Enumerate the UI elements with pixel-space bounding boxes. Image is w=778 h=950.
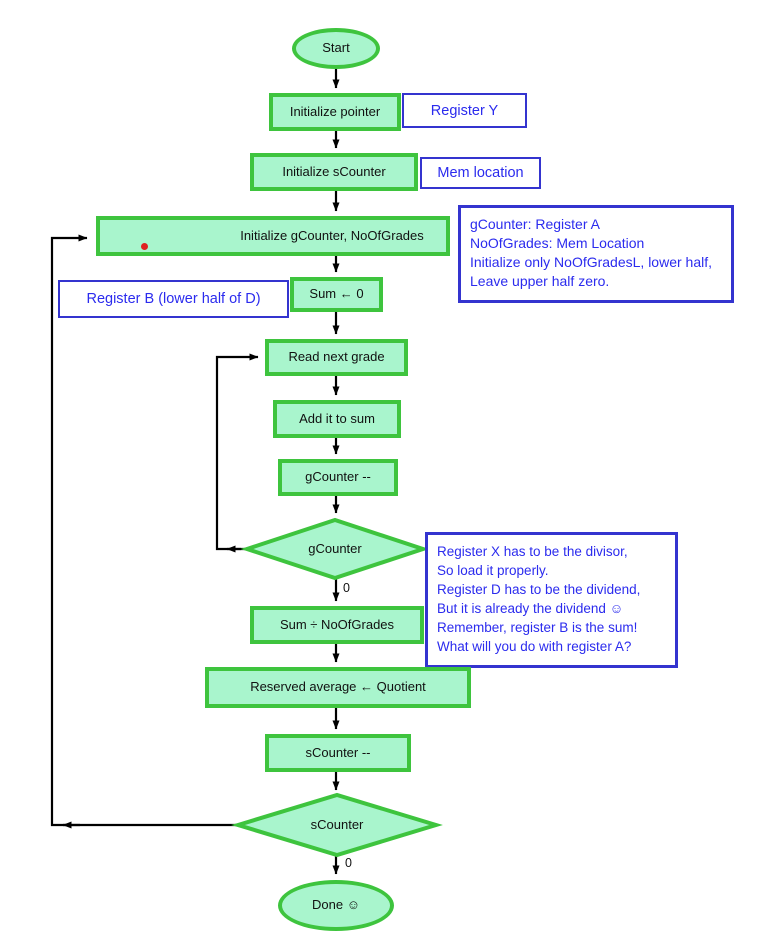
start-terminator: Start [292, 28, 380, 69]
process-label: Initialize gCounter, NoOfGrades [240, 227, 424, 243]
process-init-gcounter: Initialize gCounter, NoOfGrades [96, 216, 450, 256]
annotation-text: Register B (lower half of D) [86, 291, 261, 307]
process-read-next-grade: Read next grade [265, 339, 408, 376]
done-label: Done ☺ [312, 897, 360, 913]
annotation-divide-note: Register X has to be the divisor, So loa… [425, 532, 678, 668]
start-label: Start [322, 40, 350, 56]
note-line: But it is already the dividend ☺ [437, 601, 624, 616]
process-scounter-dec: sCounter -- [265, 734, 411, 772]
decision-label: sCounter [310, 817, 364, 832]
process-gcounter-dec: gCounter -- [278, 459, 398, 496]
process-label: sCounter -- [305, 744, 371, 760]
scounter-decision-diamond [231, 792, 443, 858]
edge-label-text: 0 [343, 581, 350, 595]
process-init-pointer: Initialize pointer [269, 93, 401, 131]
red-dot-marker [141, 243, 148, 250]
scounter-zero-branch-label: 0 [345, 856, 352, 870]
note-line: gCounter: Register A [470, 216, 600, 232]
process-label: Read next grade [288, 349, 385, 365]
done-terminator: Done ☺ [278, 880, 394, 931]
note-line: So load it properly. [437, 563, 549, 578]
gcounter-decision-diamond [240, 517, 430, 581]
note-line: Initialize only NoOfGradesL, lower half, [470, 254, 712, 270]
process-reserved-average: Reserved average ← Quotient [205, 667, 471, 708]
process-init-scounter: Initialize sCounter [250, 153, 418, 191]
process-label: Reserved average ← Quotient [250, 679, 426, 695]
process-add-to-sum: Add it to sum [273, 400, 401, 438]
annotation-register-b: Register B (lower half of D) [58, 280, 289, 318]
note-line: Leave upper half zero. [470, 273, 610, 289]
gcounter-diamond-label: gCounter [275, 541, 395, 556]
note-line: NoOfGrades: Mem Location [470, 235, 645, 251]
process-sum-divide: Sum ÷ NoOfGrades [250, 606, 424, 644]
annotation-text: Mem location [437, 165, 524, 181]
note-line: What will you do with register A? [437, 639, 632, 654]
note-line: Register D has to be the dividend, [437, 582, 641, 597]
process-label: Sum ← 0 [309, 286, 364, 302]
annotation-register-y: Register Y [402, 93, 527, 128]
annotation-gcounter-note: gCounter: Register A NoOfGrades: Mem Loc… [458, 205, 734, 303]
process-label: Initialize sCounter [282, 163, 386, 179]
loop-gcounter-to-read-next [215, 353, 259, 551]
loop-scounter-to-init-gcounter [50, 234, 238, 827]
process-label: gCounter -- [305, 469, 371, 485]
process-label: Add it to sum [299, 410, 375, 426]
decision-label: gCounter [308, 541, 362, 556]
process-label: Initialize pointer [289, 103, 381, 119]
annotation-text: Register Y [430, 102, 499, 119]
process-sum-zero: Sum ← 0 [290, 277, 383, 312]
note-line: Register X has to be the divisor, [437, 544, 628, 559]
scounter-diamond-label: sCounter [277, 817, 397, 832]
note-line: Remember, register B is the sum! [437, 620, 638, 635]
edge-label-text: 0 [345, 856, 352, 870]
annotation-mem-location: Mem location [420, 157, 541, 189]
process-label: Sum ÷ NoOfGrades [279, 616, 395, 632]
gcounter-zero-branch-label: 0 [343, 581, 350, 595]
